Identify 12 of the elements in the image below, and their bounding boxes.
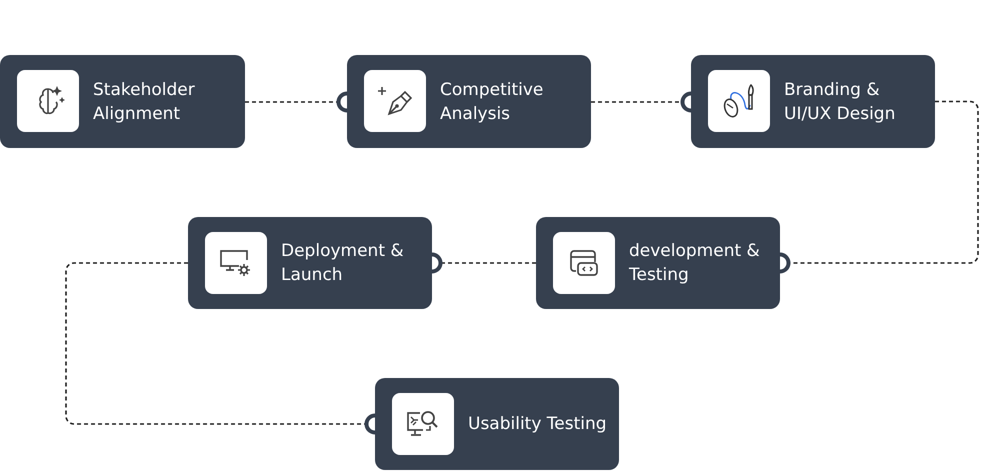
process-card xyxy=(536,217,780,309)
step-label: Stakeholder Alignment xyxy=(93,78,196,126)
process-card xyxy=(691,55,935,148)
step-label: Usability Testing xyxy=(468,413,608,436)
process-card xyxy=(188,217,432,309)
process-card xyxy=(375,378,619,470)
step-label: Competitive Analysis xyxy=(440,78,544,126)
step-label: development & Testing xyxy=(629,240,761,287)
process-card xyxy=(0,55,245,148)
step-label: Branding & UI/UX Design xyxy=(784,78,896,126)
step-label: Deployment & Launch xyxy=(281,240,405,287)
process-card xyxy=(347,55,591,148)
